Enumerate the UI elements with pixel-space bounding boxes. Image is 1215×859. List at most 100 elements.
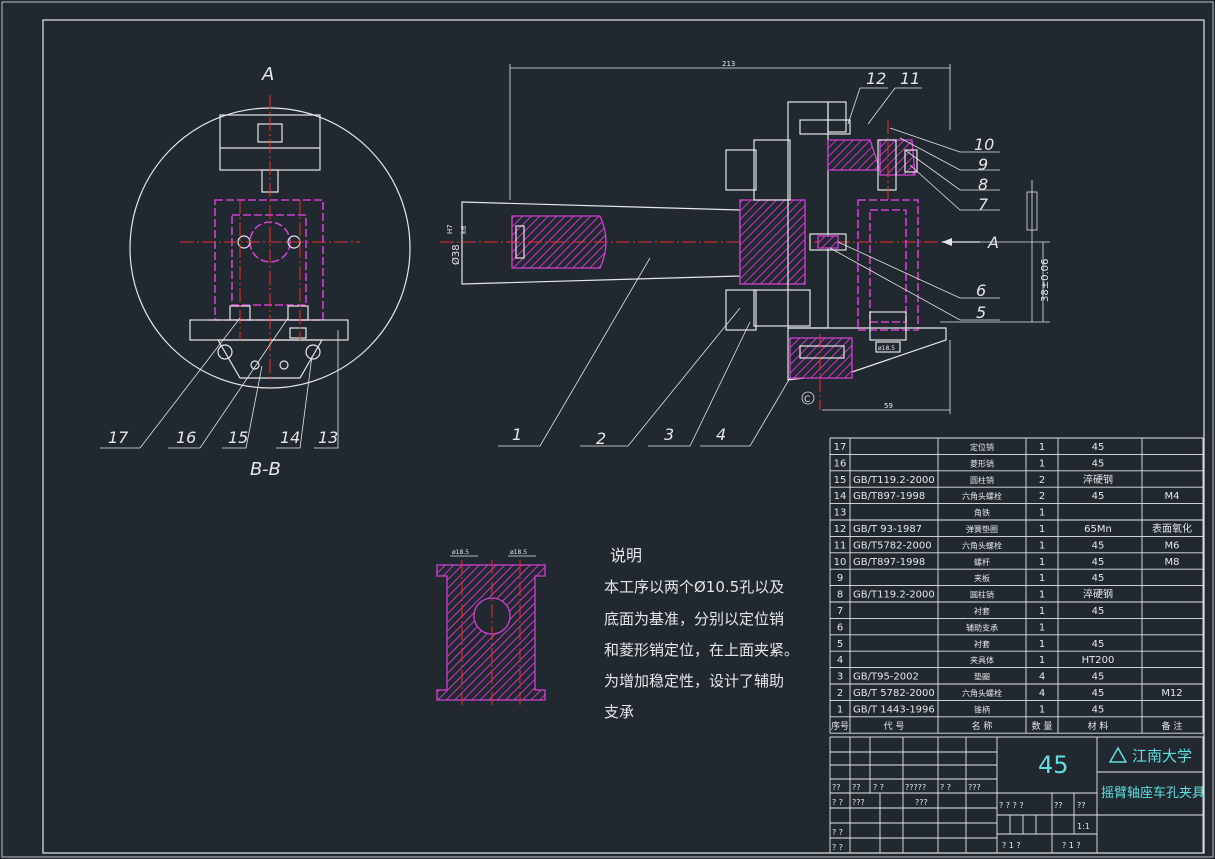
bom-row-no: 5	[837, 639, 843, 650]
bom-row-code: GB/T 5782-2000	[853, 688, 935, 699]
bom-row-code: GB/T897-1998	[853, 491, 925, 502]
dim-width: 59	[884, 402, 893, 410]
title-block: 45 江南大学 摇臂轴座车孔夹具 1:1 ?? ?? ? ? ????? ? ?…	[829, 736, 1205, 854]
bom-row-qty: 4	[1039, 688, 1045, 699]
leader-11: 11	[900, 69, 920, 88]
bom-row-material: 淬硬钢	[1083, 473, 1113, 486]
bom-row-no: 3	[837, 672, 843, 683]
q-cell: ???	[915, 798, 928, 807]
bom-row-material: 45	[1092, 672, 1105, 683]
notes-line-3: 和菱形销定位，在上面夹紧。	[604, 641, 799, 659]
bom-row-name: 六角头螺栓	[962, 491, 1002, 501]
bom-row-qty: 1	[1039, 508, 1045, 519]
bom-row-remark: M6	[1165, 540, 1180, 551]
bom-header-material: 材 料	[1088, 720, 1109, 732]
q-cell: ? ?	[873, 783, 884, 792]
bom-row-name: 圆柱销	[970, 590, 994, 600]
leader-14: 14	[280, 428, 300, 447]
bom-row-name: 锥柄	[974, 704, 990, 714]
bom-row-qty: 1	[1039, 540, 1045, 551]
title-scale: 1:1	[1077, 822, 1090, 831]
bom-row-qty: 4	[1039, 672, 1045, 683]
notes: 说明 本工序以两个Ø10.5孔以及 底面为基准，分别以定位销 和菱形销定位，在上…	[604, 546, 799, 721]
bom-row-no: 14	[834, 491, 847, 502]
bom-row-name: 圆柱销	[970, 475, 994, 485]
section-bb-label: B-B	[250, 459, 281, 480]
leader-3: 3	[664, 425, 674, 444]
bom-row-no: 1	[837, 704, 843, 715]
bom-row-no: 9	[837, 573, 843, 584]
bom-row-code: GB/T 1443-1996	[853, 704, 935, 715]
bom-row-material: 45	[1092, 704, 1105, 715]
notes-line-1: 本工序以两个Ø10.5孔以及	[604, 578, 784, 596]
dim-small-right: ø18.5	[510, 549, 527, 556]
dim-diameter-tol-lower: k6	[460, 225, 468, 234]
bom-row-qty: 1	[1039, 557, 1045, 568]
bom-row-code: GB/T119.2-2000	[853, 475, 935, 486]
q-cell: ??	[832, 783, 841, 792]
notes-line-5: 支承	[604, 703, 634, 721]
bom-row-qty: 1	[1039, 606, 1045, 617]
bom-row-material: 45	[1092, 557, 1105, 568]
leaders-left	[100, 317, 339, 449]
leader-10: 10	[974, 135, 994, 154]
bom-row-no: 7	[837, 606, 843, 617]
bom-row-material: 45	[1092, 606, 1105, 617]
bom-row-qty: 1	[1039, 622, 1045, 633]
title-drawing-name: 摇臂轴座车孔夹具	[1101, 785, 1205, 801]
leader-12: 12	[866, 69, 886, 88]
bom-row-code: GB/T119.2-2000	[853, 590, 935, 601]
leader-15: 15	[228, 428, 248, 447]
bom-row-material: 45	[1092, 639, 1105, 650]
view-a-arrow: A	[987, 233, 999, 252]
q-cell: ? 1 ?	[1062, 841, 1081, 850]
leader-9: 9	[978, 155, 988, 174]
bom-row-no: 13	[834, 508, 847, 519]
school-logo-icon	[1108, 746, 1128, 763]
q-cell: ??	[1077, 801, 1086, 810]
leader-13: 13	[318, 428, 338, 447]
bom-header-name: 名 称	[972, 720, 993, 732]
q-cell: ? ? ? ?	[999, 801, 1024, 810]
detail-marker: C	[804, 395, 810, 405]
bom-row-qty: 1	[1039, 655, 1045, 666]
bom-row-name: 菱形销	[970, 458, 994, 468]
q-cell: ? 1 ?	[1002, 841, 1021, 850]
bom-row-name: 六角头螺栓	[962, 688, 1002, 698]
bom-row-material: 45	[1092, 442, 1105, 453]
q-cell: ??	[852, 783, 861, 792]
bom-header-no: 序号	[831, 720, 849, 732]
dim-small-left: ø18.5	[452, 549, 469, 556]
q-cell: ???	[968, 783, 981, 792]
bom-row-no: 12	[834, 524, 847, 535]
bom-row-no: 17	[834, 442, 847, 453]
bom-row-no: 6	[837, 622, 843, 633]
bom-row-no: 11	[834, 540, 847, 551]
bom-row-name: 角铁	[974, 508, 990, 518]
dim-small-bottom: ø18.5	[878, 345, 895, 352]
bom-row-material: 淬硬钢	[1083, 588, 1113, 601]
bom-row-name: 弹簧垫圈	[966, 524, 998, 534]
bom-row-qty: 1	[1039, 573, 1045, 584]
q-cell: ?????	[905, 783, 926, 792]
bom-row-name: 垫圈	[974, 672, 990, 682]
q-cell: ??	[1054, 801, 1063, 810]
small-section-view: ø18.5 ø18.5	[436, 549, 546, 705]
bom-row-qty: 1	[1039, 442, 1045, 453]
bom-row-remark: 表面氧化	[1152, 522, 1192, 535]
bom-row-no: 8	[837, 590, 843, 601]
leaders-right	[829, 87, 1000, 321]
notes-line-4: 为增加稳定性，设计了辅助	[604, 672, 784, 690]
bom-header-remark: 备 注	[1162, 720, 1183, 732]
leader-16: 16	[176, 428, 196, 447]
bom-row-code: GB/T897-1998	[853, 557, 925, 568]
bom-row-material: HT200	[1082, 655, 1115, 666]
leader-17: 17	[108, 428, 129, 447]
notes-line-2: 底面为基准，分别以定位销	[604, 610, 784, 628]
dim-length: 213	[722, 60, 735, 68]
bom-row-name: 螺杆	[974, 557, 990, 567]
bom-row-qty: 2	[1039, 491, 1045, 502]
bom-row-no: 10	[834, 557, 847, 568]
